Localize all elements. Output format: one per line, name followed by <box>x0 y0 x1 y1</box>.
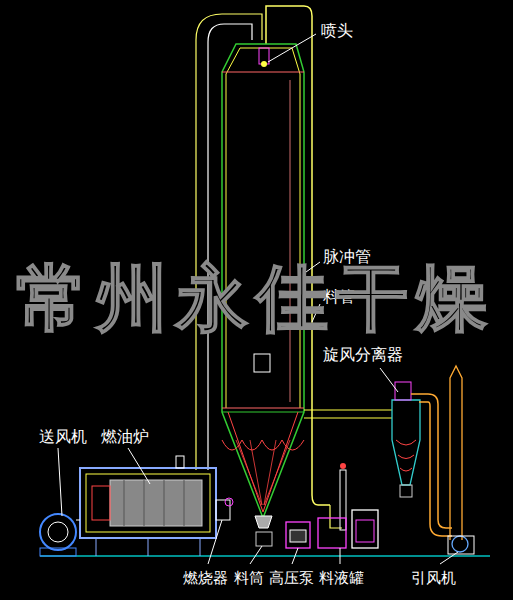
part-label: 燃烧器 <box>182 570 229 587</box>
part-label: 高压泵 <box>268 570 315 587</box>
part-label: 旋风分离器 <box>322 346 404 364</box>
part-label: 喷头 <box>320 22 354 40</box>
part-label: 引风机 <box>410 570 457 587</box>
part-label: 料液罐 <box>318 570 365 587</box>
part-label: 料筒 <box>233 570 265 587</box>
watermark: 常州永佳干燥 <box>16 262 496 334</box>
part-label: 燃油炉 <box>100 428 150 446</box>
part-label: 送风机 <box>38 428 88 446</box>
